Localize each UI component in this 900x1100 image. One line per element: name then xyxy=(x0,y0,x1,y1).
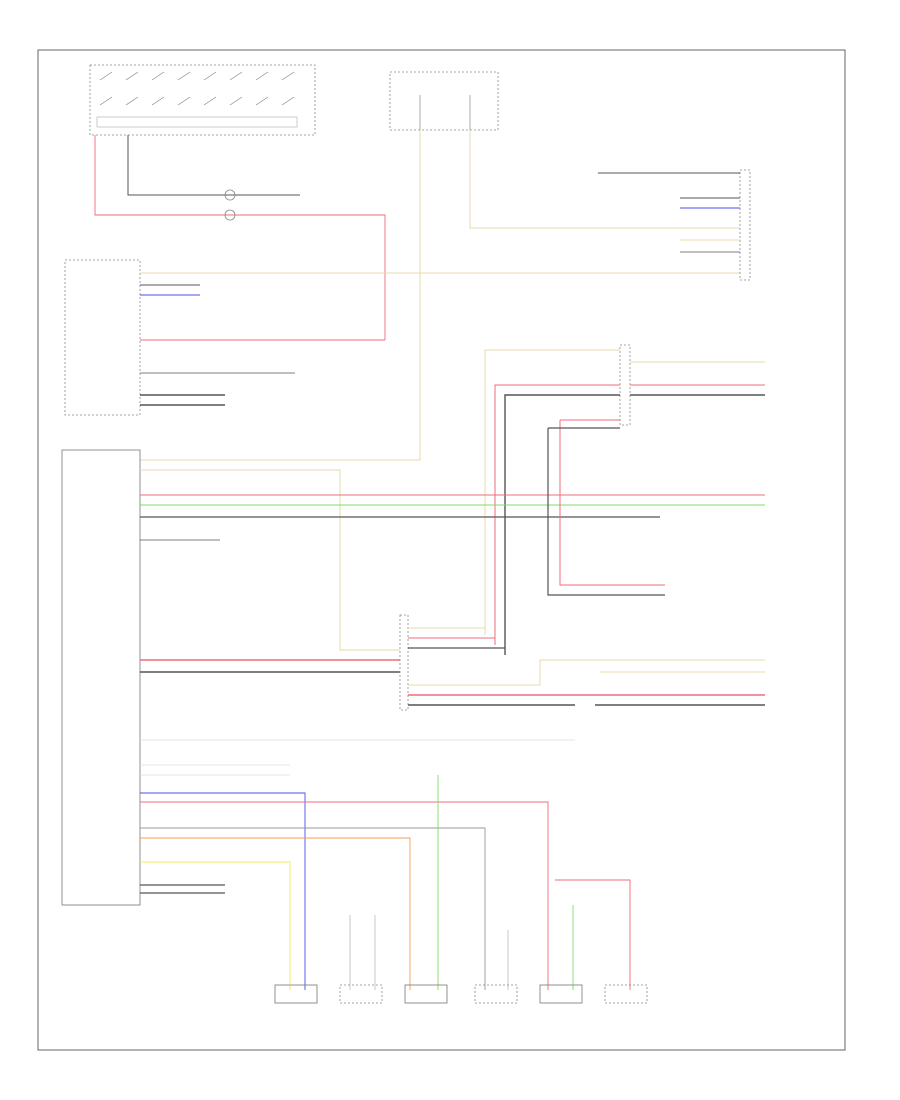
top-center-wires xyxy=(140,130,740,461)
speaker-3 xyxy=(404,984,448,1004)
speaker-5 xyxy=(539,984,583,1004)
top-center-fuse xyxy=(389,71,499,131)
speaker-wires xyxy=(349,775,631,990)
audio-unit-wires xyxy=(140,469,765,990)
speaker-2 xyxy=(339,984,383,1004)
diagram-frame xyxy=(37,49,846,1051)
audio-unit xyxy=(61,449,141,906)
top-left-wires xyxy=(94,135,386,340)
antenna-amp xyxy=(484,344,765,655)
center-junction xyxy=(399,614,765,711)
right-upper-connector xyxy=(598,169,751,281)
rear-module xyxy=(64,259,141,416)
satellite-receiver xyxy=(547,419,665,596)
speaker-6 xyxy=(604,984,648,1004)
rear-module-wires xyxy=(140,272,740,406)
speaker-1 xyxy=(274,984,318,1004)
speaker-4 xyxy=(474,984,518,1004)
top-left-fuse-block xyxy=(89,64,316,136)
